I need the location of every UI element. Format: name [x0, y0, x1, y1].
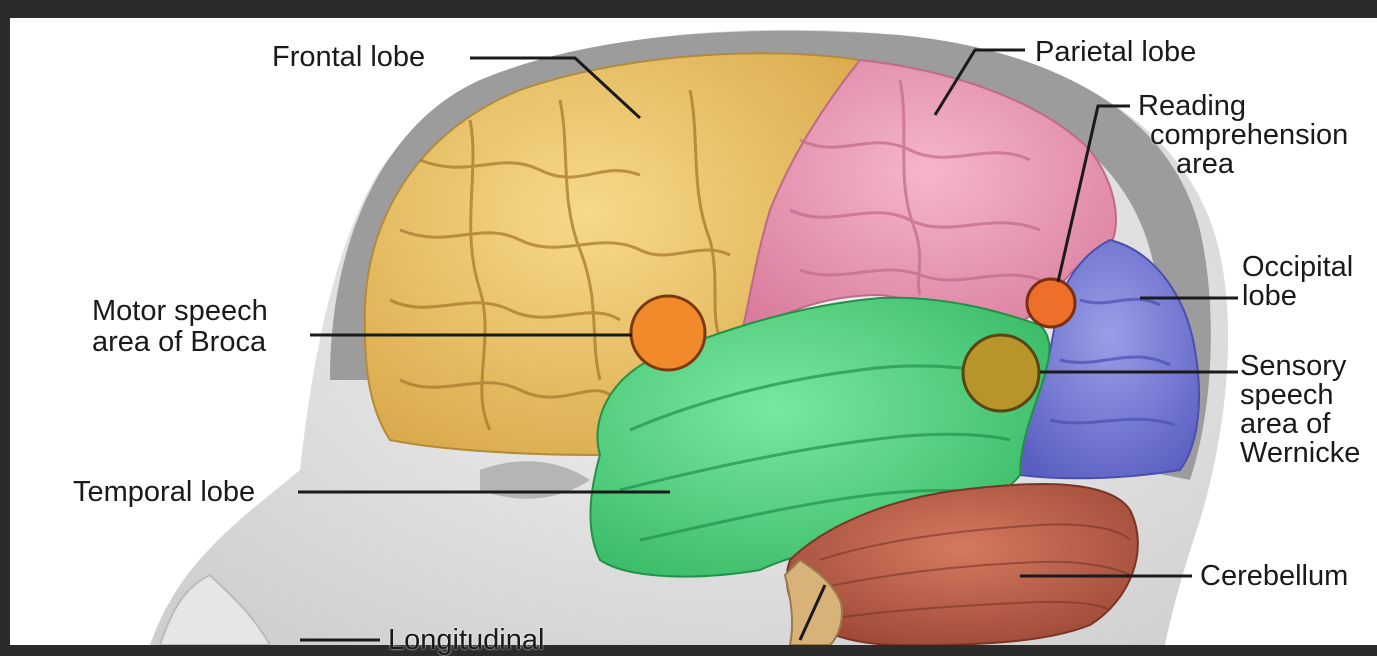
temporal-lobe-label: Temporal lobe: [73, 478, 255, 507]
reading-comprehension-label: Reading comprehension area: [1138, 92, 1348, 179]
frontal-lobe-label: Frontal lobe: [272, 43, 425, 72]
cerebellum-label: Cerebellum: [1200, 562, 1348, 591]
occipital-lobe-label: Occipital lobe: [1242, 253, 1353, 311]
wernicke-spot: [963, 335, 1039, 411]
broca-area-label: Motor speech area of Broca: [92, 296, 268, 358]
parietal-lobe-label: Parietal lobe: [1035, 38, 1196, 67]
reading-spot: [1027, 279, 1075, 327]
wernicke-area-label: Sensory speech area of Wernicke: [1240, 352, 1360, 468]
longitudinal-label-partial: Longitudinal: [388, 626, 544, 655]
broca-spot: [631, 296, 705, 370]
